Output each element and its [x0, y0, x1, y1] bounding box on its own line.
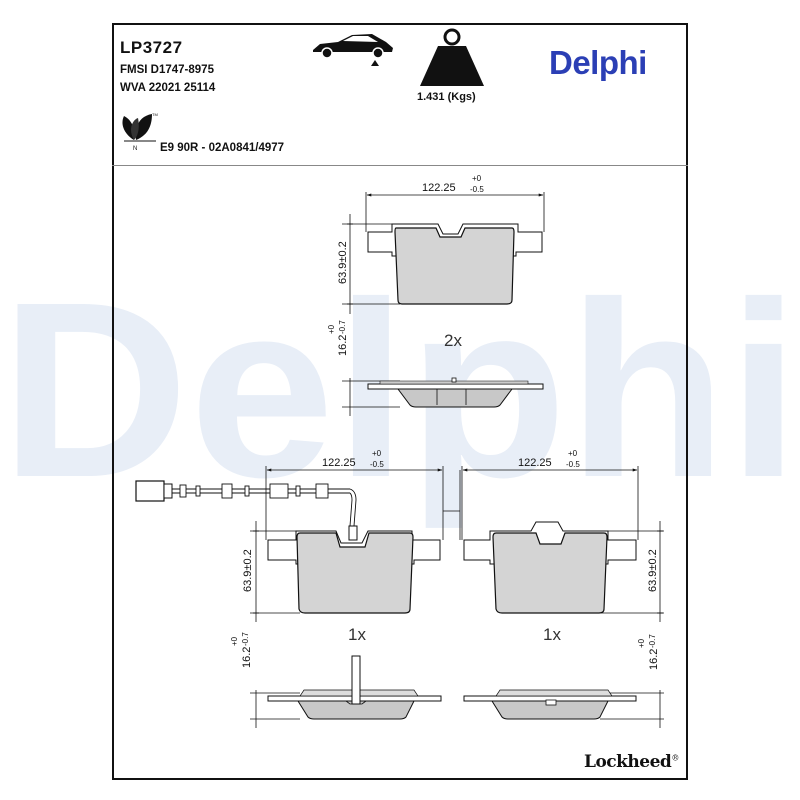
- footer-brand-logo: Lockheed®: [584, 752, 679, 772]
- fmsi-number: FMSI D1747-8975: [120, 64, 214, 76]
- right-pad-width-tol-lower: -0.5: [566, 460, 580, 469]
- svg-text:N: N: [133, 146, 137, 152]
- left-pad-thickness-dim: 16.2: [241, 647, 253, 668]
- svg-text:TM: TM: [152, 112, 158, 117]
- left-pad-width-tol-upper: +0: [372, 449, 382, 458]
- top-pad-thickness-tol-lower: -0.7: [338, 320, 347, 334]
- eco-leaf-icon: N TM: [122, 112, 158, 152]
- right-pad-thickness-dim: 16.2: [648, 649, 660, 670]
- top-pad-thickness-tol-upper: +0: [327, 324, 336, 334]
- left-pad-drawing: 122.25 +0 -0.5 63.9±0.2: [135, 449, 444, 728]
- weight-label: 1.431 (Kgs): [417, 91, 476, 103]
- top-pad-width-tol-lower: -0.5: [470, 185, 484, 194]
- right-pad-width-dim: 122.25: [518, 457, 552, 469]
- left-pad-friction-face: [296, 532, 414, 614]
- top-pad-drawing: 122.25 +0 -0.5 63.9±0.2 16.2 +0 -0.7 2x: [327, 174, 545, 416]
- wear-sensor: [135, 480, 358, 541]
- brand-logo: Delphi: [549, 44, 647, 81]
- top-pad-height-dim: 63.9±0.2: [337, 241, 349, 284]
- car-icon: [313, 34, 393, 66]
- top-pad-quantity: 2x: [444, 331, 462, 350]
- part-code: LP3727: [120, 38, 183, 57]
- top-pad-friction-face: [394, 227, 515, 305]
- left-pad-width-dim: 122.25: [322, 457, 356, 469]
- left-pad-quantity: 1x: [348, 625, 366, 644]
- registered-mark: ®: [671, 753, 679, 763]
- left-pad-thickness-tol-lower: -0.7: [241, 632, 250, 646]
- right-pad-drawing: 122.25 +0 -0.5 63.9±0.2 16.2 +0 -0.7 1x: [461, 449, 664, 728]
- top-pad-width-tol-upper: +0: [472, 174, 482, 183]
- right-pad-thickness-tol-lower: -0.7: [648, 634, 657, 648]
- right-pad-friction-face: [492, 532, 608, 614]
- left-pad-width-tol-lower: -0.5: [370, 460, 384, 469]
- top-pad-width-dim: 122.25: [422, 182, 456, 194]
- header-divider: [112, 165, 688, 166]
- left-pad-height-dim: 63.9±0.2: [242, 549, 254, 592]
- wva-number: WVA 22021 25114: [120, 82, 216, 94]
- drawing-frame: [112, 23, 688, 780]
- footer-brand-name: Lockheed: [584, 752, 672, 772]
- left-pad-thickness-tol-upper: +0: [230, 636, 239, 646]
- top-pad-thickness-dim: 16.2: [337, 335, 349, 356]
- right-pad-height-dim: 63.9±0.2: [647, 549, 659, 592]
- weight-icon: [420, 28, 484, 86]
- approval-number: E9 90R - 02A0841/4977: [160, 142, 285, 154]
- right-pad-width-tol-upper: +0: [568, 449, 578, 458]
- right-pad-quantity: 1x: [543, 625, 561, 644]
- right-pad-thickness-tol-upper: +0: [637, 638, 646, 648]
